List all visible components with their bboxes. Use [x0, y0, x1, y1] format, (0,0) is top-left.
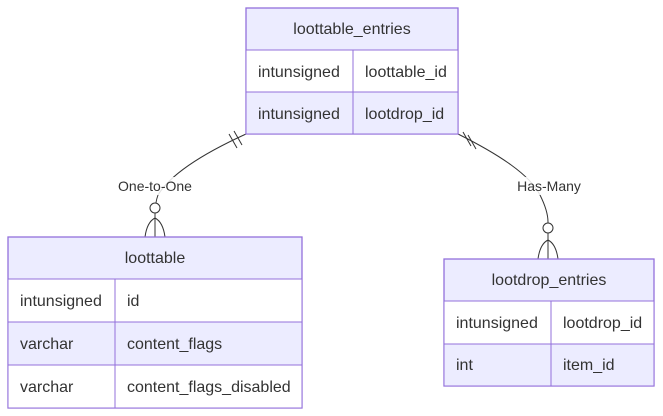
attribute-row — [245, 49, 459, 93]
attribute-row — [7, 321, 303, 366]
entity-lootdrop-entries[interactable]: lootdrop_entries intunsigned lootdrop_id… — [443, 258, 655, 387]
one-marker-bar — [233, 130, 243, 146]
attribute-type: intunsigned — [456, 315, 538, 332]
relationship-label-bg — [116, 177, 194, 195]
attribute-type: varchar — [20, 379, 74, 396]
one-marker-bar — [467, 134, 477, 150]
attribute-row — [7, 278, 303, 323]
attribute-name: lootdrop_id — [563, 315, 642, 332]
entity-loottable-entries[interactable]: loottable_entries intunsigned loottable_… — [245, 7, 459, 135]
entity-title: loottable_entries — [293, 21, 410, 38]
attribute-row — [7, 364, 303, 409]
relationship-label-has-many: Has-Many — [517, 178, 581, 194]
attribute-row — [443, 343, 655, 387]
attribute-type: intunsigned — [258, 106, 340, 123]
entity-title: lootdrop_entries — [492, 272, 607, 289]
one-marker-bar — [228, 133, 238, 149]
relationship-label-bg — [514, 177, 584, 195]
attribute-name: loottable_id — [365, 64, 447, 81]
attribute-type: int — [456, 357, 473, 374]
zero-marker-circle — [542, 222, 554, 234]
attribute-type: intunsigned — [20, 293, 102, 310]
attribute-name: content_flags — [127, 336, 222, 353]
relationship-has-many: Has-Many — [457, 131, 584, 260]
attribute-name: content_flags_disabled — [127, 379, 291, 396]
attribute-name: item_id — [563, 357, 615, 374]
attribute-row — [443, 300, 655, 345]
attribute-type: intunsigned — [258, 64, 340, 81]
attribute-name: id — [127, 293, 139, 310]
one-marker-bar — [462, 131, 472, 147]
zero-marker-circle — [149, 202, 161, 214]
attribute-name: lootdrop_id — [365, 106, 444, 123]
relationship-line-has-many — [457, 133, 549, 259]
attribute-row — [245, 91, 459, 135]
relationship-one-to-one: One-to-One — [116, 130, 247, 238]
entity-title: loottable — [125, 250, 186, 267]
relationship-label-one-to-one: One-to-One — [118, 178, 192, 194]
entity-loottable[interactable]: loottable intunsigned id varchar content… — [7, 236, 303, 409]
attribute-type: varchar — [20, 336, 74, 353]
